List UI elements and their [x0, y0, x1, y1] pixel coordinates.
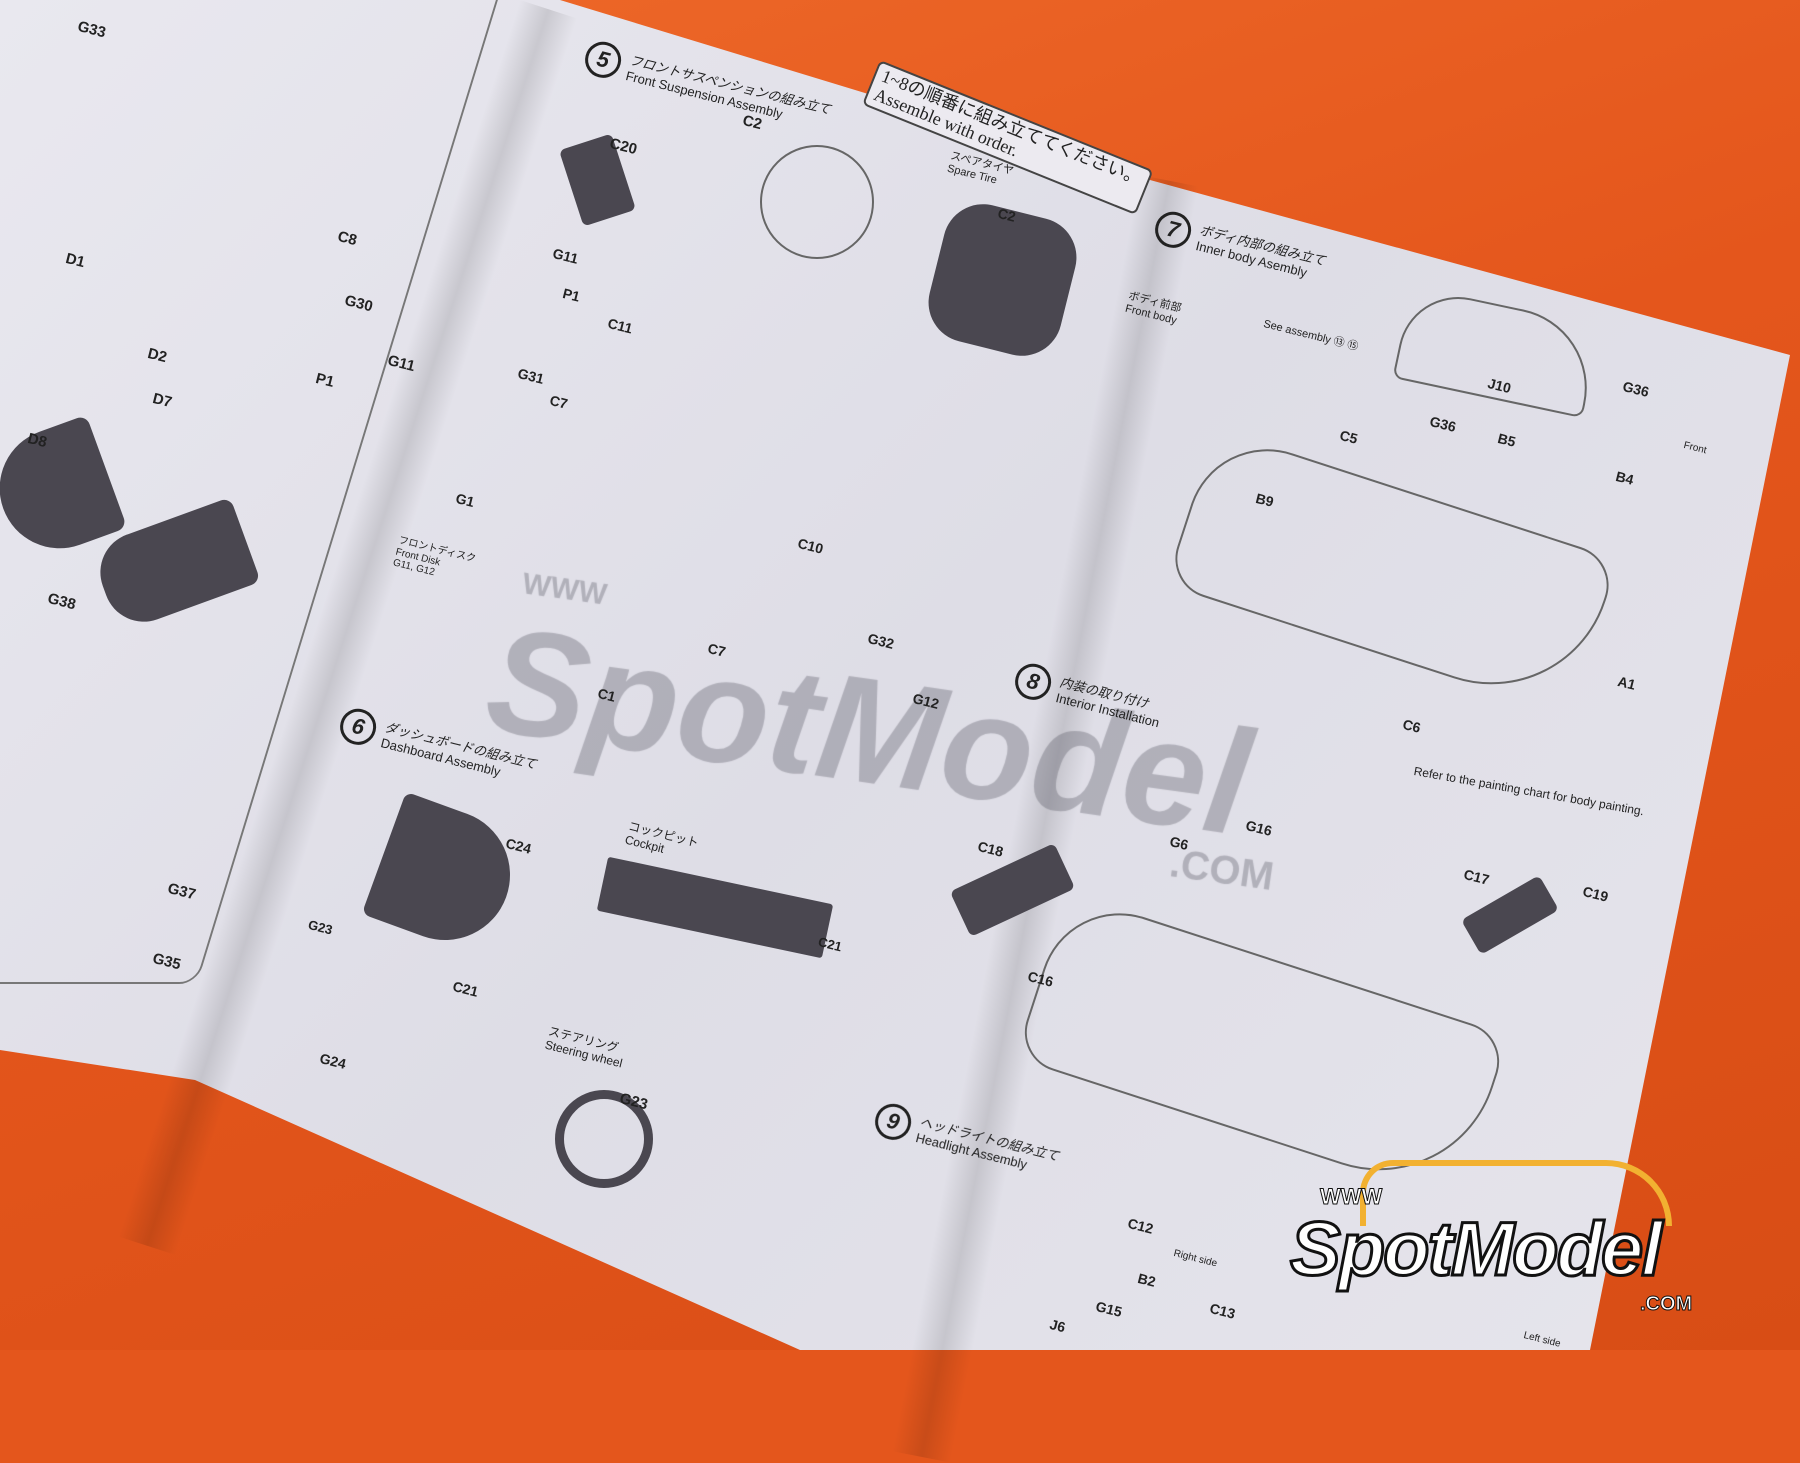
- part-label: J6: [1048, 1316, 1068, 1336]
- steering-wheel-illustration: [555, 1090, 653, 1188]
- logo-www: WWW: [1319, 1184, 1383, 1209]
- wheel-c2-illustration: [760, 145, 874, 259]
- spotmodel-logo: WWW SpotModel .COM: [1280, 1160, 1740, 1320]
- logo-com: .COM: [1639, 1293, 1693, 1315]
- logo-name: SpotModel: [1288, 1207, 1663, 1292]
